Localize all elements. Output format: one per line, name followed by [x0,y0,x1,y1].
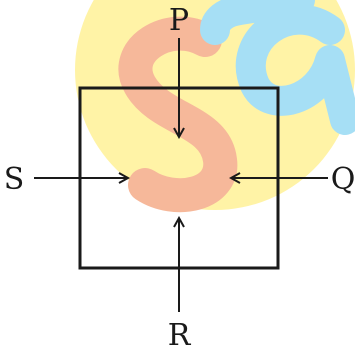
label-r: R [168,318,192,351]
label-p: P [169,3,189,38]
watermark-letter-s [118,16,238,213]
label-s: S [4,162,25,197]
label-q: Q [331,162,355,197]
watermark-logo [75,0,355,213]
watermark-letter-a [200,0,355,135]
